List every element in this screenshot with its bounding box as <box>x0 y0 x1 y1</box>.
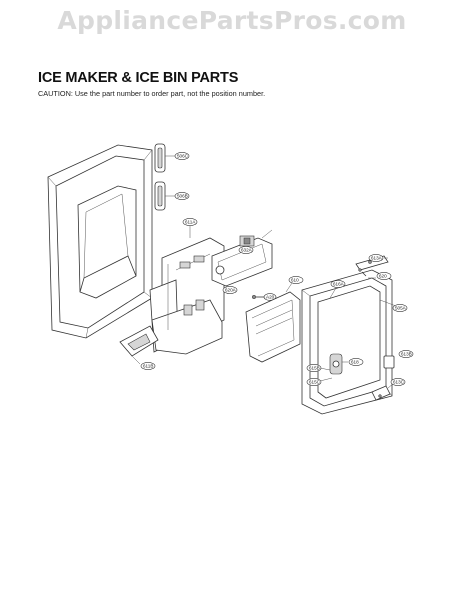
callout-label: 613B <box>401 352 412 357</box>
callout-label: 616A <box>333 282 345 287</box>
side-brackets: 613B 613C <box>371 350 414 401</box>
callout-label: 620A <box>225 288 237 293</box>
watermark: AppliancePartsPros.com <box>57 6 407 35</box>
callout-label: 505A <box>395 306 407 311</box>
ice-maker-assembly: 632A 620A <box>211 229 273 295</box>
screw-icon: A20 <box>251 293 277 301</box>
ice-bin-guide: 610 <box>245 276 304 363</box>
caution-note: CAUTION: Use the part number to order pa… <box>38 89 266 98</box>
callout-label: 610 <box>291 278 299 283</box>
page-title: ICE MAKER & ICE BIN PARTS <box>38 70 239 86</box>
hinge-cap-upper: 506C <box>154 143 190 173</box>
callout-label: 615B <box>309 366 320 371</box>
ice-bin-door: 505A 616A <box>301 269 408 415</box>
callout-label: 615C <box>309 380 321 385</box>
callout-label: 506C <box>177 154 189 159</box>
callout-label: 632A <box>241 248 253 253</box>
lever-part: 611B <box>119 325 159 370</box>
callout-label: 613A <box>371 256 383 261</box>
hinge-cap-lower: 506B <box>154 181 190 211</box>
hinge-bracket-top: 613A 620 <box>355 254 392 280</box>
door-liner <box>47 144 153 339</box>
callout-label: A20 <box>266 295 275 300</box>
callout-label: 506B <box>177 194 188 199</box>
small-parts: 615B 615C 618 <box>306 358 364 386</box>
callout-label: 611B <box>143 364 153 369</box>
ice-maker-bracket: 611A <box>149 218 225 355</box>
callout-label: 613C <box>393 380 405 385</box>
callout-label: 611A <box>185 220 196 225</box>
callout-label: 618 <box>351 360 359 365</box>
callout-label: 620 <box>379 274 387 279</box>
